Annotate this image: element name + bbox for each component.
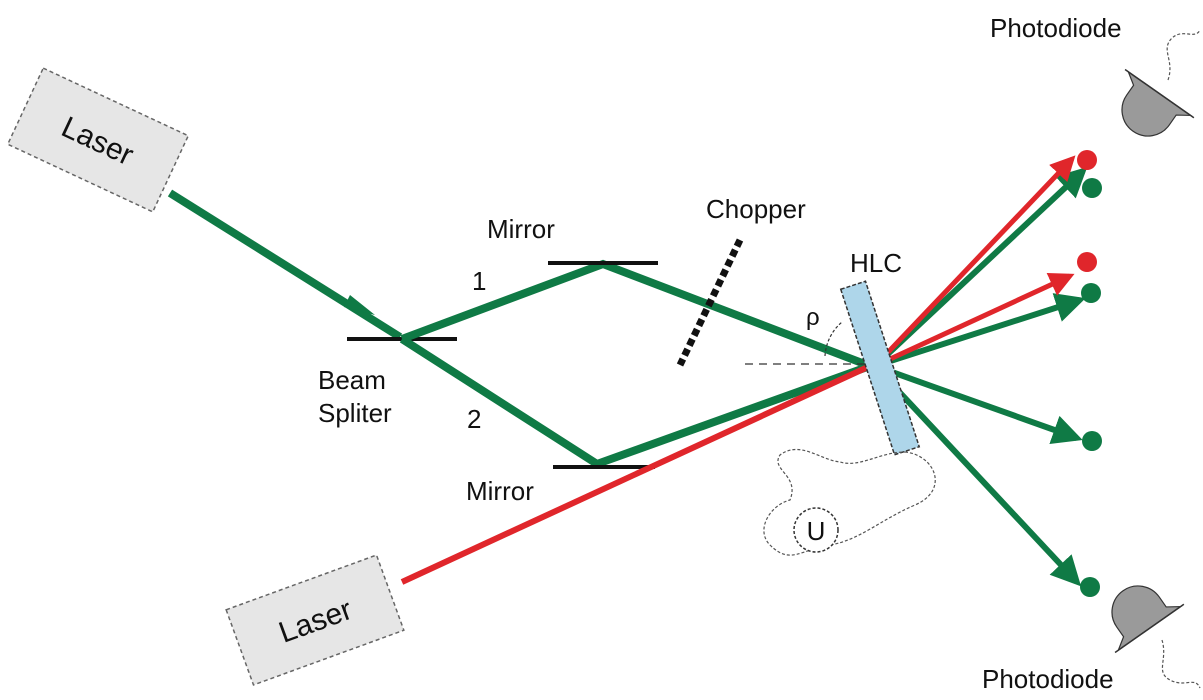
output-beam-green-3 — [873, 363, 1083, 445]
photodiode-bottom-label: Photodiode — [982, 664, 1114, 694]
path-1-label: 1 — [472, 266, 486, 296]
angle-arc — [824, 321, 843, 357]
beam-path-2 — [399, 335, 872, 469]
photodiode-top — [1121, 29, 1201, 137]
beam-splitter-label-2: Spliter — [318, 398, 392, 428]
beam-direction-arrow — [344, 295, 375, 315]
chopper — [676, 238, 744, 367]
spot-red-1 — [1077, 150, 1097, 170]
beam-splitter-label-1: Beam — [318, 365, 386, 395]
mirror-bottom-label: Mirror — [466, 476, 534, 506]
hlc-cell — [839, 280, 921, 456]
laser-top: Laser — [6, 67, 190, 213]
path-2-label: 2 — [467, 404, 481, 434]
photodiode-top-label: Photodiode — [990, 13, 1122, 43]
spot-red-2 — [1077, 252, 1097, 272]
photodiode-bottom — [1111, 585, 1201, 689]
voltage-label: U — [807, 516, 826, 546]
beam-red-laser — [400, 363, 872, 585]
output-beam-green-4 — [872, 363, 1082, 587]
spot-green-4 — [1080, 577, 1100, 597]
output-beam-red-2 — [873, 273, 1075, 369]
chopper-label: Chopper — [706, 194, 806, 224]
mirror-top-label: Mirror — [487, 214, 555, 244]
output-beam-green-2 — [874, 293, 1086, 369]
voltage-wire — [763, 449, 936, 556]
laser-bottom: Laser — [225, 554, 405, 686]
output-beam-red-1 — [873, 155, 1076, 368]
photodiode-top-wire — [1166, 29, 1201, 81]
output-beam-green-1 — [872, 166, 1088, 369]
spot-green-3 — [1082, 431, 1102, 451]
spot-green-2 — [1081, 283, 1101, 303]
beam-laser-to-splitter — [167, 189, 403, 341]
spot-green-1 — [1082, 178, 1102, 198]
angle-label: ρ — [806, 304, 820, 331]
photodiode-bottom-wire — [1161, 639, 1201, 689]
hlc-label: HLC — [850, 248, 902, 278]
voltage-source: U — [793, 507, 839, 553]
